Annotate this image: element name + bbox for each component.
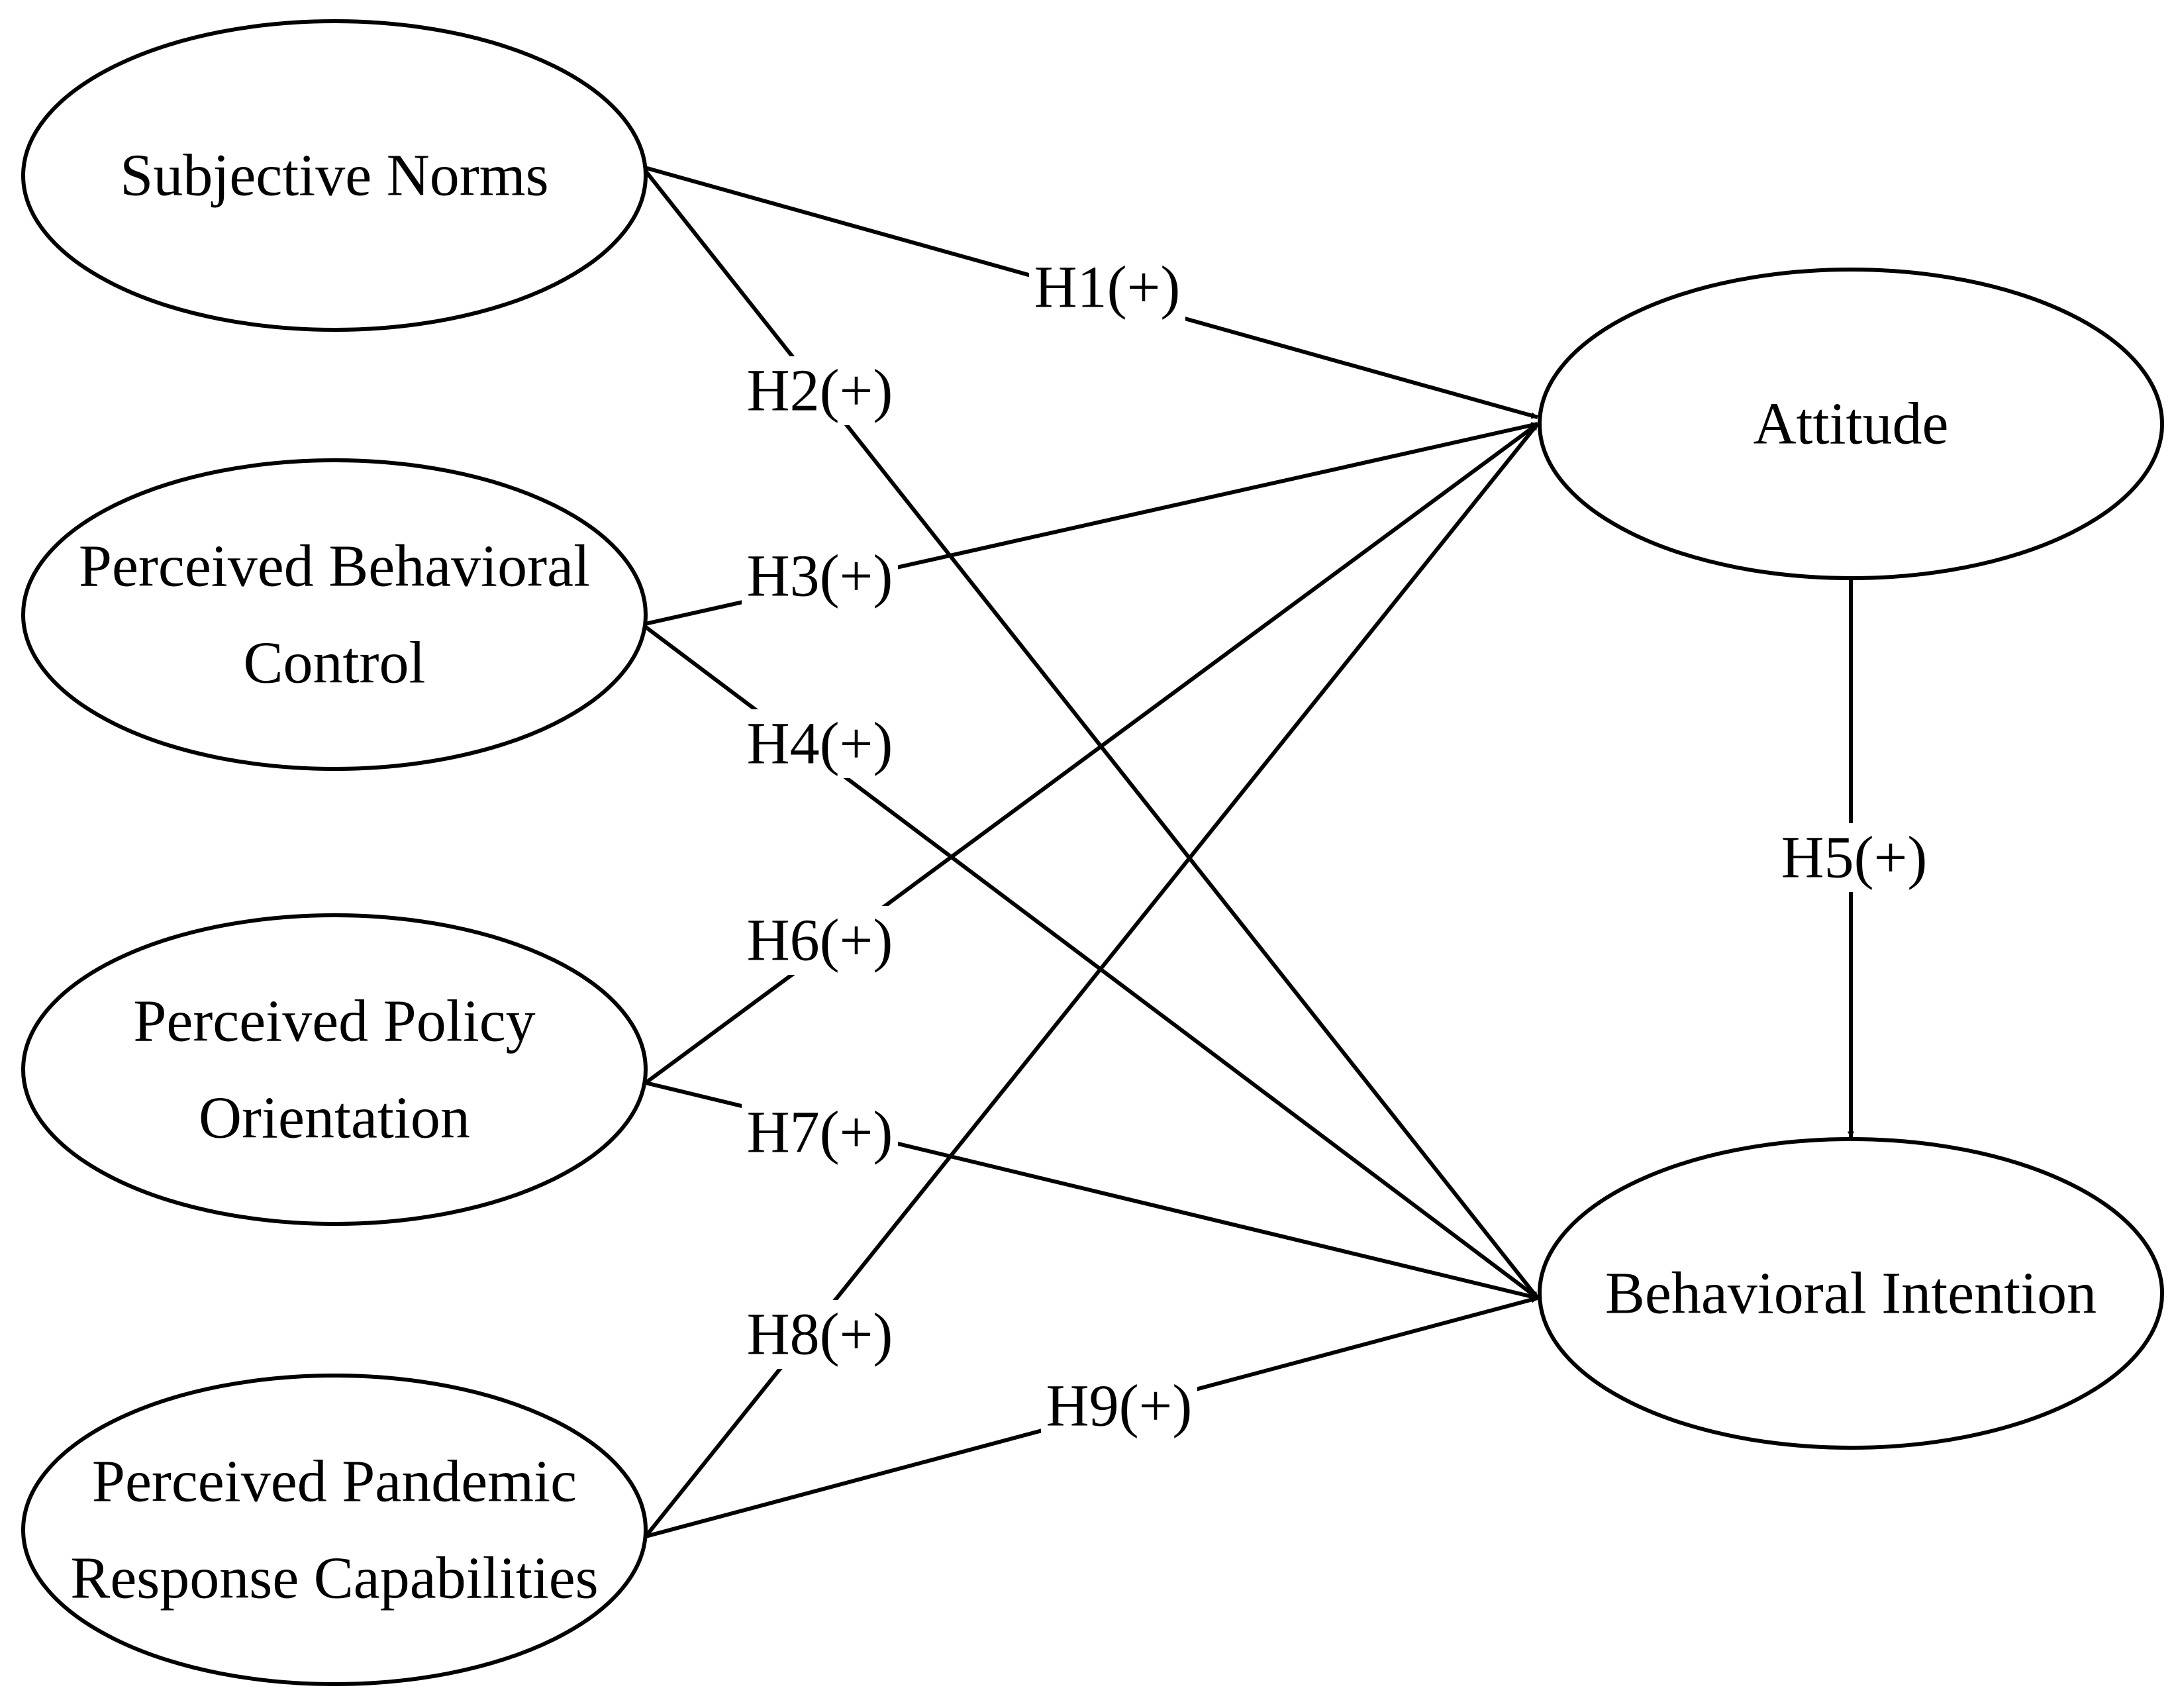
node-ellipse	[21, 458, 648, 771]
node-ellipse	[21, 19, 648, 332]
node-label-line: Subjective Norms	[120, 143, 548, 209]
node-ellipse	[1538, 1137, 2164, 1450]
labels-layer: H1(+) H2(+) H3(+) H4(+) H5(+) H6(+) H7(+) H8(+)…	[742, 253, 1932, 1440]
node-behavioral-intention: Behavioral Intention	[1538, 1137, 2164, 1450]
edge-label-h9: H9(+)	[1046, 1374, 1193, 1439]
edge-label-h6: H6(+)	[747, 908, 893, 974]
edge-label-h5: H5(+)	[1781, 825, 1928, 891]
node-ellipse	[21, 1374, 648, 1686]
node-label-line: Perceived Pandemic	[92, 1449, 577, 1515]
edge-label-background-h1	[1029, 253, 1185, 322]
edge-label-h4: H4(+)	[747, 711, 893, 777]
node-attitude: Attitude	[1538, 268, 2164, 580]
edge-label-background-h2	[742, 356, 898, 425]
edge-label-h8: H8(+)	[747, 1302, 893, 1368]
edge-label-h1: H1(+)	[1034, 255, 1181, 321]
node-ellipse	[21, 913, 648, 1226]
edge-label-background-h3	[742, 542, 898, 611]
edge-label-background-h8	[742, 1300, 898, 1369]
node-label-line: Orientation	[199, 1085, 470, 1151]
node-label-line: Attitude	[1754, 391, 1949, 457]
edge-label-h3: H3(+)	[747, 544, 893, 609]
node-subjective-norms: Subjective Norms	[21, 19, 648, 332]
edge-label-background-h9	[1041, 1372, 1197, 1440]
node-label-line: Behavioral Intention	[1605, 1261, 2097, 1327]
edge-label-background-h4	[742, 709, 898, 778]
edge-label-background-h5	[1776, 823, 1932, 892]
node-label-line: Perceived Behavioral	[79, 534, 590, 599]
edge-label-background-h6	[742, 906, 898, 975]
edge-label-h2: H2(+)	[747, 358, 893, 424]
edge-arrow-h2	[640, 166, 1540, 1299]
edge-label-h7: H7(+)	[747, 1100, 893, 1166]
node-label-line: Perceived Policy	[133, 989, 535, 1054]
node-label-line: Response Capabilities	[70, 1546, 598, 1611]
node-ellipse	[1538, 268, 2164, 580]
node-label-line: Control	[243, 630, 425, 696]
edge-label-background-h7	[742, 1098, 898, 1167]
